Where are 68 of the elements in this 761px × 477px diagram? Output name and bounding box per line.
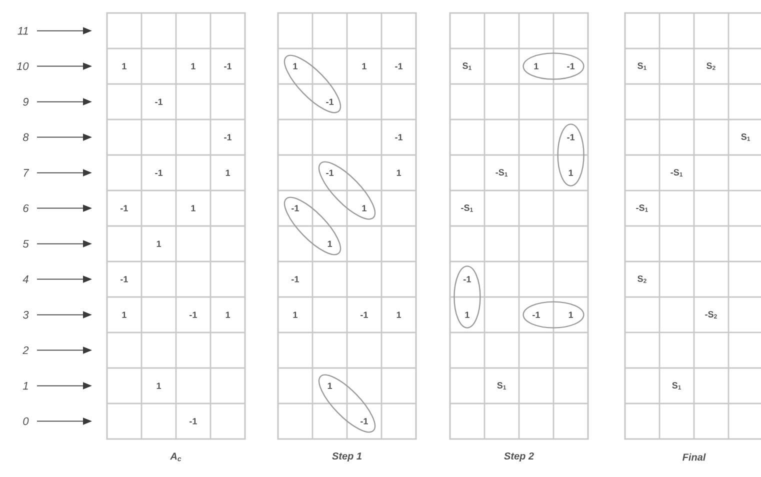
cell-value: 1	[362, 63, 366, 70]
cell-value: -1	[395, 63, 403, 70]
cell-value: S$_{1}$	[672, 382, 682, 390]
cell-value: -S$_{1}$	[636, 204, 648, 212]
cell-value: 1	[293, 63, 298, 70]
cell-value: -1	[292, 205, 299, 212]
cell-value: -1	[224, 134, 232, 140]
cell-value: -1	[190, 312, 197, 318]
cell-value: -1	[120, 276, 128, 282]
cell-value: 1	[122, 63, 126, 70]
cell-value: 1	[226, 312, 230, 318]
row-number: 7	[24, 169, 30, 177]
cell-value: S$_{1}$	[497, 382, 506, 390]
cell-value: 1	[122, 312, 126, 318]
cell-value: 1	[568, 170, 574, 176]
cell-value: S$_{1}$	[462, 62, 472, 70]
row-number: 5	[22, 240, 29, 248]
cell-value: -1	[224, 63, 232, 70]
cell-value: -1	[190, 418, 197, 424]
cell-value: -1	[326, 170, 334, 176]
cell-value: 1	[156, 240, 162, 247]
cell-value: -1	[395, 134, 403, 140]
cell-value: -S$_{1}$	[461, 204, 473, 212]
cell-value: S$_{1}$	[741, 134, 750, 141]
cell-value: -1	[292, 276, 299, 282]
cell-value: 1	[534, 63, 538, 70]
row-number: 3	[22, 310, 29, 319]
cell-value: -1	[120, 205, 128, 212]
grid-caption: Final	[682, 453, 706, 461]
cell-value: 1	[362, 205, 366, 212]
row-number: 6	[23, 204, 29, 212]
cell-value: -1	[360, 418, 368, 424]
cell-value: 1	[396, 312, 402, 318]
row-number: 2	[22, 346, 29, 354]
cell-value: -S$_{2}$	[705, 311, 717, 318]
cell-value: S$_{1}$	[638, 62, 646, 70]
cell-value: 1	[328, 382, 332, 389]
cell-value: -S$_{1}$	[496, 169, 508, 176]
row-number: 8	[22, 133, 29, 142]
row-number: 11	[18, 27, 28, 35]
cell-value: 1	[156, 382, 162, 389]
cell-value: S$_{2}$	[706, 62, 716, 70]
row-number: 0	[23, 417, 29, 426]
cell-value: 1	[568, 312, 574, 318]
cell-value: 1	[293, 312, 298, 318]
cell-value: -1	[326, 98, 334, 105]
cell-value: 1	[226, 170, 230, 176]
cell-value: 1	[191, 205, 196, 212]
cell-value: -1	[155, 98, 163, 105]
grid-caption: Step 2	[504, 452, 534, 462]
cell-value: 1	[328, 240, 332, 247]
cell-value: -1	[567, 134, 575, 140]
cell-value: 1	[465, 312, 470, 318]
row-number: 1	[22, 382, 28, 390]
cell-value: -S$_{1}$	[670, 169, 683, 176]
cell-value: S$_{2}$	[638, 276, 646, 283]
cell-value: -1	[464, 276, 471, 282]
row-number: 4	[22, 275, 28, 283]
cell-value: -1	[155, 170, 163, 176]
row-number: 10	[16, 62, 29, 70]
grid-caption: A$_{c}$	[170, 452, 182, 462]
cell-value: -1	[360, 312, 368, 318]
row-number: 9	[23, 98, 29, 106]
grid-caption: Step 1	[332, 452, 362, 462]
cell-value: -1	[567, 63, 575, 70]
cell-value: 1	[191, 63, 196, 70]
cell-value: 1	[396, 170, 402, 176]
cell-value: -1	[532, 312, 540, 318]
